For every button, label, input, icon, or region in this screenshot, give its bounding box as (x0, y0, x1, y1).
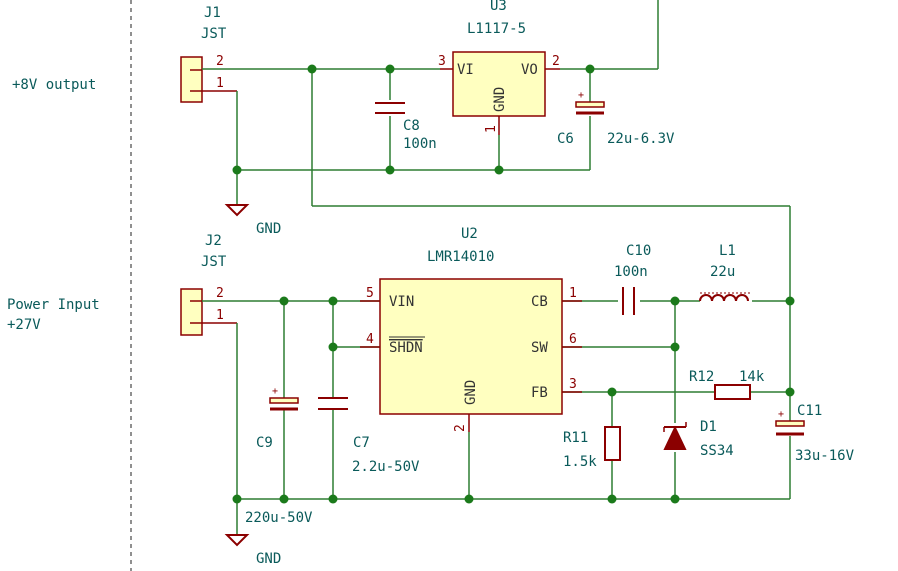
svg-text:GND: GND (256, 221, 281, 237)
bottom-junctions (232, 296, 795, 504)
svg-text:+: + (272, 386, 278, 397)
svg-text:C11: C11 (797, 403, 822, 419)
svg-text:3: 3 (438, 54, 446, 69)
gnd-symbol-top: GND (224, 204, 281, 237)
svg-text:3: 3 (569, 377, 577, 392)
svg-text:SS34: SS34 (700, 443, 734, 459)
svg-text:JST: JST (201, 254, 227, 270)
bottom-wires (202, 300, 791, 535)
svg-text:VO: VO (521, 62, 538, 78)
svg-text:C9: C9 (256, 435, 273, 451)
svg-text:100n: 100n (403, 136, 437, 152)
svg-text:22u-6.3V: 22u-6.3V (607, 131, 675, 147)
svg-text:1: 1 (569, 286, 577, 301)
svg-text:L1117-5: L1117-5 (467, 21, 526, 37)
svg-text:33u-16V: 33u-16V (795, 448, 855, 464)
svg-text:U2: U2 (461, 226, 478, 242)
connector-j2[interactable]: J2 JST 2 1 (180, 233, 227, 336)
svg-text:C7: C7 (353, 435, 370, 451)
resistor-r11[interactable]: R11 1.5k (563, 426, 621, 470)
svg-text:VI: VI (457, 62, 474, 78)
svg-text:GND: GND (492, 87, 508, 112)
svg-text:LMR14010: LMR14010 (427, 249, 494, 265)
svg-text:CB: CB (531, 294, 548, 310)
svg-text:VIN: VIN (389, 294, 414, 310)
net-label-27v: +27V (7, 317, 41, 333)
svg-text:FB: FB (531, 385, 548, 401)
regulator-u3[interactable]: U3 L1117-5 VI VO GND 3 2 1 (438, 0, 560, 135)
svg-text:D1: D1 (700, 419, 717, 435)
svg-text:2.2u-50V: 2.2u-50V (352, 459, 420, 475)
svg-text:1: 1 (484, 125, 499, 133)
svg-text:J2: J2 (205, 233, 222, 249)
svg-text:R11: R11 (563, 430, 588, 446)
capacitor-c10[interactable]: C10 100n (614, 243, 651, 315)
capacitor-c7[interactable]: C7 2.2u-50V (318, 397, 420, 475)
top-junctions (232, 64, 595, 175)
svg-text:1: 1 (216, 76, 224, 91)
svg-text:C6: C6 (557, 131, 574, 147)
svg-text:SHDN: SHDN (389, 340, 423, 356)
svg-text:2: 2 (552, 54, 560, 69)
capacitor-c11[interactable]: + C11 33u-16V (775, 403, 855, 464)
svg-text:SW: SW (531, 340, 548, 356)
top-wires (202, 0, 791, 300)
svg-text:L1: L1 (719, 243, 736, 259)
svg-text:4: 4 (366, 332, 374, 347)
svg-text:2: 2 (453, 424, 468, 432)
svg-text:1: 1 (216, 308, 224, 323)
gnd-symbol-bottom: GND (224, 534, 281, 567)
diode-d1[interactable]: D1 SS34 (663, 419, 734, 459)
svg-text:2: 2 (216, 54, 224, 69)
svg-text:+: + (778, 409, 784, 420)
svg-text:C8: C8 (403, 118, 420, 134)
svg-text:100n: 100n (614, 264, 648, 280)
svg-text:JST: JST (201, 26, 227, 42)
svg-text:GND: GND (463, 380, 479, 405)
capacitor-c8[interactable]: C8 100n (375, 102, 437, 152)
svg-text:14k: 14k (739, 369, 765, 385)
svg-text:22u: 22u (710, 264, 735, 280)
svg-text:GND: GND (256, 551, 281, 567)
svg-text:5: 5 (366, 286, 374, 301)
svg-text:R12: R12 (689, 369, 714, 385)
net-label-power-input: Power Input (7, 297, 100, 313)
svg-text:U3: U3 (490, 0, 507, 14)
svg-text:C10: C10 (626, 243, 651, 259)
regulator-u2[interactable]: U2 LMR14010 VIN SHDN CB SW FB GND 5 4 1 … (360, 226, 582, 432)
inductor-l1[interactable]: L1 22u (699, 243, 750, 302)
resistor-r12[interactable]: R12 14k (689, 369, 765, 400)
connector-j1[interactable]: J1 JST 2 1 (180, 5, 227, 103)
svg-text:2: 2 (216, 286, 224, 301)
svg-text:1.5k: 1.5k (563, 454, 597, 470)
capacitor-c9[interactable]: + C9 220u-50V (245, 386, 313, 526)
net-label-8v-output: +8V output (12, 77, 96, 93)
svg-text:220u-50V: 220u-50V (245, 510, 313, 526)
svg-text:+: + (578, 90, 584, 101)
svg-text:6: 6 (569, 332, 577, 347)
svg-text:J1: J1 (204, 5, 221, 21)
capacitor-c6[interactable]: + C6 22u-6.3V (557, 90, 675, 147)
